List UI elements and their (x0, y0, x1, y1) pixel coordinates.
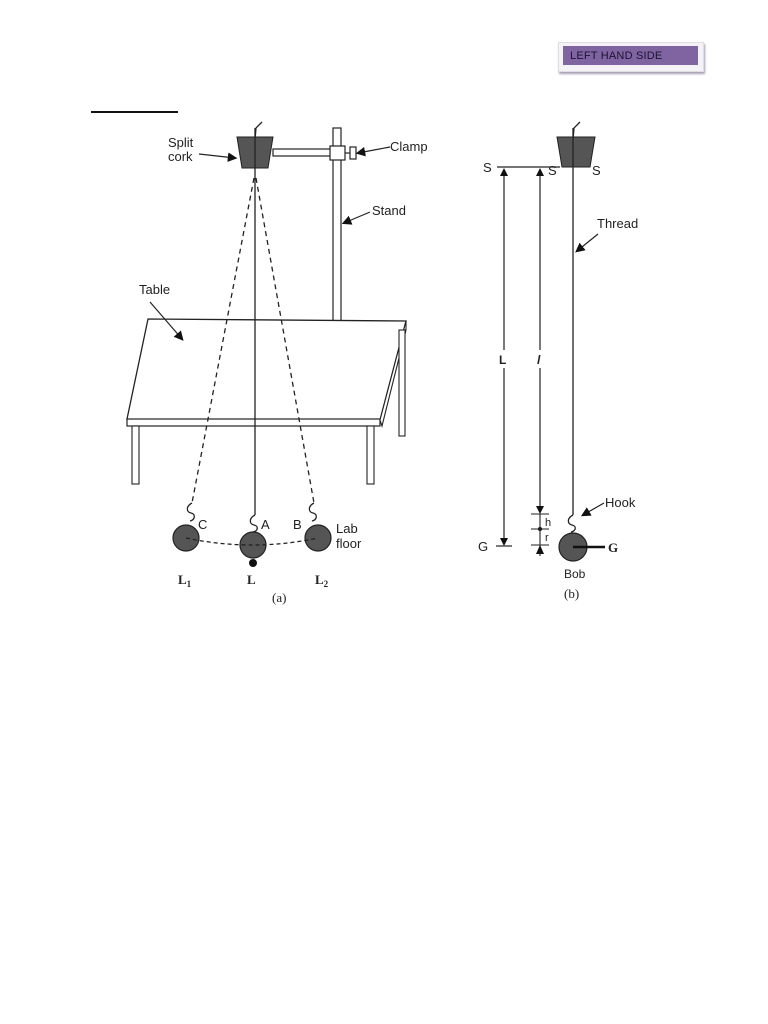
label-floor: floor (336, 536, 362, 551)
label-bob: Bob (564, 567, 586, 581)
side-tag: LEFT HAND SIDE (558, 42, 704, 72)
caption-b: (b) (564, 586, 579, 601)
label-b: B (293, 517, 302, 532)
caption-a: (a) (272, 590, 286, 605)
label-stand: Stand (372, 203, 406, 218)
label-length-l: l (537, 353, 541, 367)
label-length-L: L (499, 353, 506, 367)
table-top (126, 318, 407, 421)
label-a: A (261, 517, 270, 532)
label-table: Table (139, 282, 170, 297)
panel-b: S S S Thread L l Hook h r G G Bob (b) (478, 121, 638, 601)
label-s-mid: S (548, 163, 557, 178)
label-hook: Hook (605, 495, 636, 510)
label-cork: cork (168, 149, 193, 164)
label-l: L (247, 572, 256, 587)
label-h: h (545, 517, 551, 529)
label-thread: Thread (597, 216, 638, 231)
label-g-right: G (608, 540, 618, 555)
label-s-right: S (592, 163, 601, 178)
label-g-left: G (478, 539, 488, 554)
bob-right (304, 524, 332, 552)
side-tag-label: LEFT HAND SIDE (563, 46, 698, 65)
panel-a: Split cork Clamp Stand Table C A B Lab f… (126, 121, 428, 605)
label-l1: L1 (178, 572, 192, 589)
label-l2: L2 (315, 572, 329, 589)
label-clamp: Clamp (390, 139, 428, 154)
label-s-left: S (483, 160, 492, 175)
label-lab: Lab (336, 521, 358, 536)
heading-underline (91, 111, 178, 113)
label-r: r (545, 532, 549, 544)
label-split: Split (168, 135, 194, 150)
label-c: C (198, 517, 207, 532)
